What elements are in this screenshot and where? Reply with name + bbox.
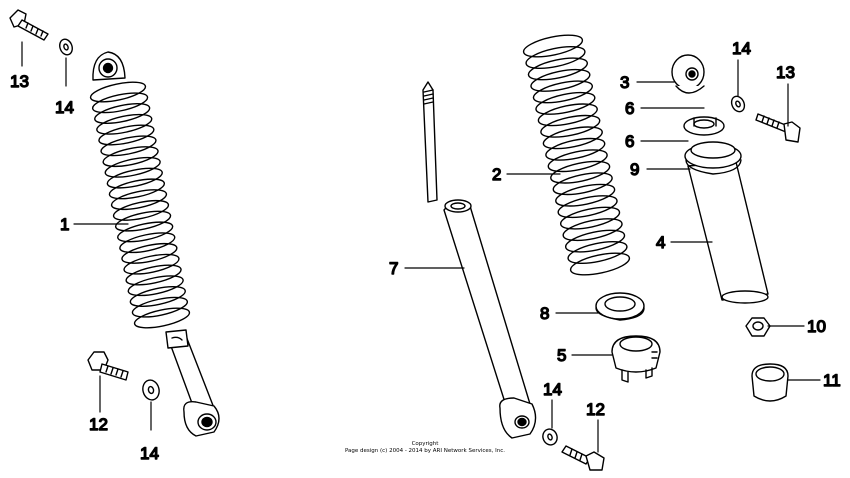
callout-14-bottom-left: 14 [140,444,159,463]
spring-seat [595,292,645,321]
callout-12-right: 12 [586,400,605,419]
callout-12-left: 12 [89,415,108,434]
callout-3: 3 [620,73,629,92]
callout-14-right: 14 [732,39,751,58]
shock-cover [684,141,769,304]
lower-damper-body [165,329,215,415]
spring-coil [540,114,601,138]
washer-14-lower-right [542,428,558,446]
spring-coil [530,68,591,92]
spring-coil [547,149,608,173]
spring-coil [121,242,178,264]
spring-coil [527,57,589,81]
spring-coil [96,113,153,135]
spring [522,34,631,276]
washer-14-upper-right [730,95,746,113]
shock-absorber-assembly [89,51,220,437]
callout-8: 8 [540,304,549,323]
spring-coil [532,80,594,104]
nut [745,317,771,337]
spring-coil [125,264,182,286]
callout-7: 7 [389,259,398,278]
spring-coil [127,275,184,297]
callout-9: 9 [630,160,639,179]
callout-11: 11 [823,371,841,390]
damper-unit [422,81,537,439]
spring-coil [106,167,163,189]
callout-14-bottom-right: 14 [543,380,562,399]
spring-adjuster [611,335,661,383]
bolt-12-left [87,351,129,381]
spring-coil [108,178,166,200]
spring-coil [117,221,174,243]
spring-coil [550,160,611,184]
spring-coil [564,229,626,253]
spring-coil [559,206,621,230]
callout-6-lower: 6 [625,132,634,151]
spring-coil [114,210,172,232]
callout-2: 2 [492,165,501,184]
spring-coil [562,218,623,242]
callout-14-left: 14 [55,98,74,117]
spring-coil [91,92,149,114]
spring-coil [557,195,618,219]
callout-10: 10 [807,317,826,336]
spring-coil [522,34,584,58]
spring-coil [133,307,191,329]
spring-coil [110,189,168,211]
spring-stopper [683,116,725,136]
spring-coil [100,135,157,157]
copyright-title: Copyright [411,441,439,447]
washer-14-upper-left [59,38,73,56]
spring-coil [545,137,606,161]
callout-13-right: 13 [776,63,795,82]
spring-coil [94,103,151,124]
callout-5: 5 [557,346,566,365]
copyright-notice: Copyright Page design (c) 2004 - 2014 by… [300,441,550,455]
washer-14-lower-left [142,379,160,401]
spring-coil [535,91,596,115]
spring-coil [98,124,155,146]
spring-coil [555,183,616,207]
callout-4: 4 [656,233,665,252]
collar [751,363,789,402]
leader-lines [21,41,821,453]
spring-coil [537,103,598,127]
copyright-text: Page design (c) 2004 - 2014 by ARI Netwo… [344,448,506,454]
callout-13-left: 13 [10,72,29,91]
upper-mount [671,54,705,94]
spring-coil [129,286,186,307]
spring-coil [119,232,176,254]
spring-coil [525,46,586,69]
spring-coil [102,146,159,168]
spring-coil [89,81,147,103]
bottom-mount-eye [183,401,220,437]
callout-6-upper: 6 [625,99,634,118]
spring-coil [131,296,189,318]
spring-coil [552,172,613,196]
spring-coil [104,156,161,178]
spring-coil [123,253,180,275]
bolt-12-right [561,445,605,471]
assembled-spring [89,81,191,329]
bolt-13-left [9,9,49,41]
spring-coil [569,252,631,276]
spring-coil [112,199,170,221]
spring-coil [542,126,603,150]
callout-1: 1 [60,215,69,234]
spring-coil [567,241,628,264]
bolt-13-right [755,113,801,143]
top-mount-eye [92,51,126,81]
